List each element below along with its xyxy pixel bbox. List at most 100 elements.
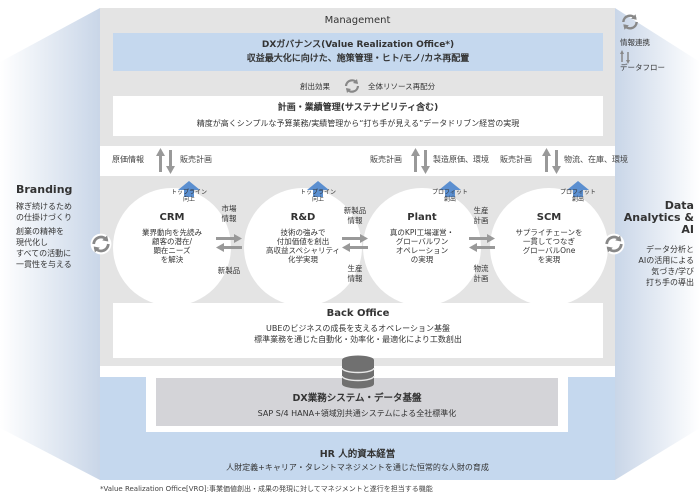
- crm-rnd-exchange-icon: [216, 234, 242, 252]
- scm-circle: SCM サプライチェーンを 一貫してつなぎ グローバルOne を実現: [490, 188, 608, 306]
- data-ai-title-3: AI: [681, 223, 694, 236]
- rnd-title: R&D: [290, 212, 316, 223]
- plan-subtitle: 精度が高くシンプルな予算業務/実績管理から“打ち手が見える”データドリブン経営の…: [196, 119, 520, 128]
- back-office-line-1: UBEのビジネスの成長を支えるオペレーション基盤: [266, 324, 450, 333]
- management-title: Management: [324, 15, 391, 26]
- branding-line-6: 一貫性を与える: [16, 260, 72, 269]
- scm-line-3: グローバルOne: [522, 246, 576, 255]
- rnd-plant-top-line-1: 新製品: [343, 206, 367, 215]
- data-ai-line-2: AIの活用による: [638, 256, 694, 265]
- plant-scm-top-line-2: 計画: [473, 216, 489, 225]
- flow1-arrows-icon: [156, 148, 175, 174]
- flow3-up-label: 販売計画: [500, 155, 532, 164]
- scm-title: SCM: [536, 212, 562, 223]
- plant-line-1: 真のKPI工場運営・: [389, 228, 455, 237]
- rnd-line-4: 化学実現: [288, 255, 318, 264]
- plant-line-3: オペレーション: [395, 246, 449, 255]
- data-ai-title: Data Analytics & AI: [620, 200, 694, 236]
- crm-rnd-bottom-line-1: 新製品: [217, 266, 241, 275]
- rnd-badge-line-1: トップライン: [299, 189, 336, 196]
- crm-rnd-top-line-2: 情報: [221, 214, 237, 223]
- legend-flow-icon: [620, 50, 630, 64]
- flow2-down-label: 製造原価、環境: [433, 155, 489, 164]
- dx-governance-subtitle: 収益最大化に向けた、施策管理・ヒト/モノ/カネ再配置: [246, 54, 470, 64]
- flow1-down-label: 販売計画: [180, 155, 212, 164]
- flow3-arrows-icon: [542, 148, 561, 174]
- plant-badge-line-2: 創出: [443, 196, 456, 203]
- branding-line-4: 現代化し: [16, 238, 48, 247]
- dx-system-subtitle: SAP S/4 HANA+領域別共通システムによる全社標準化: [257, 409, 457, 418]
- branding-line-5: すべての活動に: [16, 249, 72, 258]
- plant-title: Plant: [407, 212, 437, 223]
- branding-text: 稼ぎ続けるため の仕掛けづくり 創業の精神を 現代化し すべての活動に 一貫性を…: [16, 201, 72, 270]
- back-office-box: Back Office UBEのビジネスの成長を支えるオペレーション基盤 標準業…: [113, 303, 603, 358]
- cycle-icon: [344, 79, 360, 93]
- scm-line-1: サプライチェーンを: [515, 228, 583, 237]
- plant-profit-arrow-icon: [439, 181, 461, 197]
- data-ai-line-1: データ分析と: [646, 245, 694, 254]
- hr-title: HR 人的資本経営: [319, 449, 396, 460]
- flow2-arrows-icon: [411, 148, 430, 174]
- data-ai-line-3: 気づき/学び: [651, 267, 694, 276]
- plant-scm-bottom-line-2: 計画: [473, 274, 489, 283]
- branding-sync-icon: [90, 233, 112, 255]
- dx-governance-title: DXガバナンス(Value Realization Office*): [261, 40, 455, 50]
- rnd-topline-arrow-icon: [307, 181, 329, 197]
- data-ai-sync-icon: [603, 233, 625, 255]
- branding-line-1: 稼ぎ続けるため: [16, 202, 72, 211]
- plan-title: 計画・業績管理(サステナビリティ含む): [277, 103, 439, 113]
- branding-line-2: の仕掛けづくり: [16, 213, 72, 222]
- flow2-up-label: 販売計画: [370, 155, 402, 164]
- data-ai-line-4: 打ち手の導出: [646, 278, 694, 287]
- flow1-up-label: 原価情報: [112, 155, 144, 164]
- rnd-badge-line-2: 向上: [311, 196, 324, 203]
- data-ai-trapezoid: [615, 8, 700, 480]
- footnote: *Value Realization Office[VRO]:事業価値創出・成果…: [100, 485, 433, 493]
- creation-effect-label: 創出効果: [300, 82, 330, 91]
- resource-realloc-label: 全体リソース再配分: [368, 82, 436, 91]
- rnd-plant-top-line-2: 情報: [347, 216, 363, 225]
- scm-badge-line-2: 創出: [571, 196, 584, 203]
- back-office-title: Back Office: [326, 308, 390, 319]
- plant-line-2: グローバルワン: [395, 237, 449, 246]
- back-office-line-2: 標準業務を通じた自動化・効率化・最適化により工数創出: [254, 335, 462, 344]
- scm-line-2: 一貫してつなぎ: [522, 237, 576, 246]
- scm-badge-line-1: プロフィット: [560, 189, 596, 196]
- dx-governance-box: DXガバナンス(Value Realization Office*) 収益最大化…: [113, 33, 603, 71]
- crm-topline-arrow-icon: [178, 181, 200, 197]
- legend-sync-icon: [622, 14, 638, 30]
- flow3-down-label: 物流、在庫、環境: [564, 155, 628, 164]
- plant-scm-exchange-icon: [469, 234, 495, 252]
- rnd-plant-exchange-icon: [342, 234, 368, 252]
- dx-system-title: DX業務システム・データ基盤: [292, 393, 422, 404]
- rnd-plant-bottom-line-1: 生産: [347, 264, 363, 273]
- crm-badge-line-1: トップライン: [170, 189, 207, 196]
- data-ai-text: データ分析と AIの活用による 気づき/学び 打ち手の導出: [622, 244, 694, 288]
- legend-sync-label: 情報連携: [620, 38, 650, 47]
- crm-circle: CRM 業界動向を先読み 顧客の潜在/ 顕在ニーズ を解決: [113, 188, 231, 306]
- crm-badge-line-2: 向上: [182, 196, 195, 203]
- branding-title: Branding: [16, 183, 73, 196]
- crm-line-2: 顧客の潜在/: [151, 237, 193, 246]
- branding-line-3: 創業の精神を: [16, 227, 64, 236]
- plant-line-4: の実現: [410, 255, 434, 264]
- crm-line-1: 業界動向を先読み: [142, 228, 202, 237]
- rnd-plant-bottom-line-2: 情報: [347, 274, 363, 283]
- plant-scm-bottom-line-1: 物流: [473, 264, 489, 273]
- crm-line-4: を解決: [160, 255, 184, 264]
- scm-line-4: を実現: [537, 255, 561, 264]
- rnd-line-3: 高収益スペシャリティ: [265, 246, 341, 255]
- plant-scm-top-line-1: 生産: [473, 206, 489, 215]
- legend-flow-label: データフロー: [620, 63, 665, 72]
- rnd-line-1: 技術の強みで: [280, 228, 326, 237]
- hr-subtitle: 人財定義+キャリア・タレントマネジメントを通じた恒常的な人財の育成: [226, 463, 489, 472]
- database-icon: [341, 355, 375, 389]
- scm-profit-arrow-icon: [567, 181, 589, 197]
- rnd-line-2: 付加価値を創出: [276, 237, 330, 246]
- data-ai-title-2: Analytics &: [623, 211, 694, 224]
- branding-trapezoid: [0, 8, 100, 480]
- crm-line-3: 顕在ニーズ: [153, 246, 191, 255]
- rnd-circle: R&D 技術の強みで 付加価値を創出 高収益スペシャリティ 化学実現: [244, 188, 362, 306]
- crm-title: CRM: [159, 212, 185, 223]
- crm-rnd-top-line-1: 市場: [221, 204, 237, 213]
